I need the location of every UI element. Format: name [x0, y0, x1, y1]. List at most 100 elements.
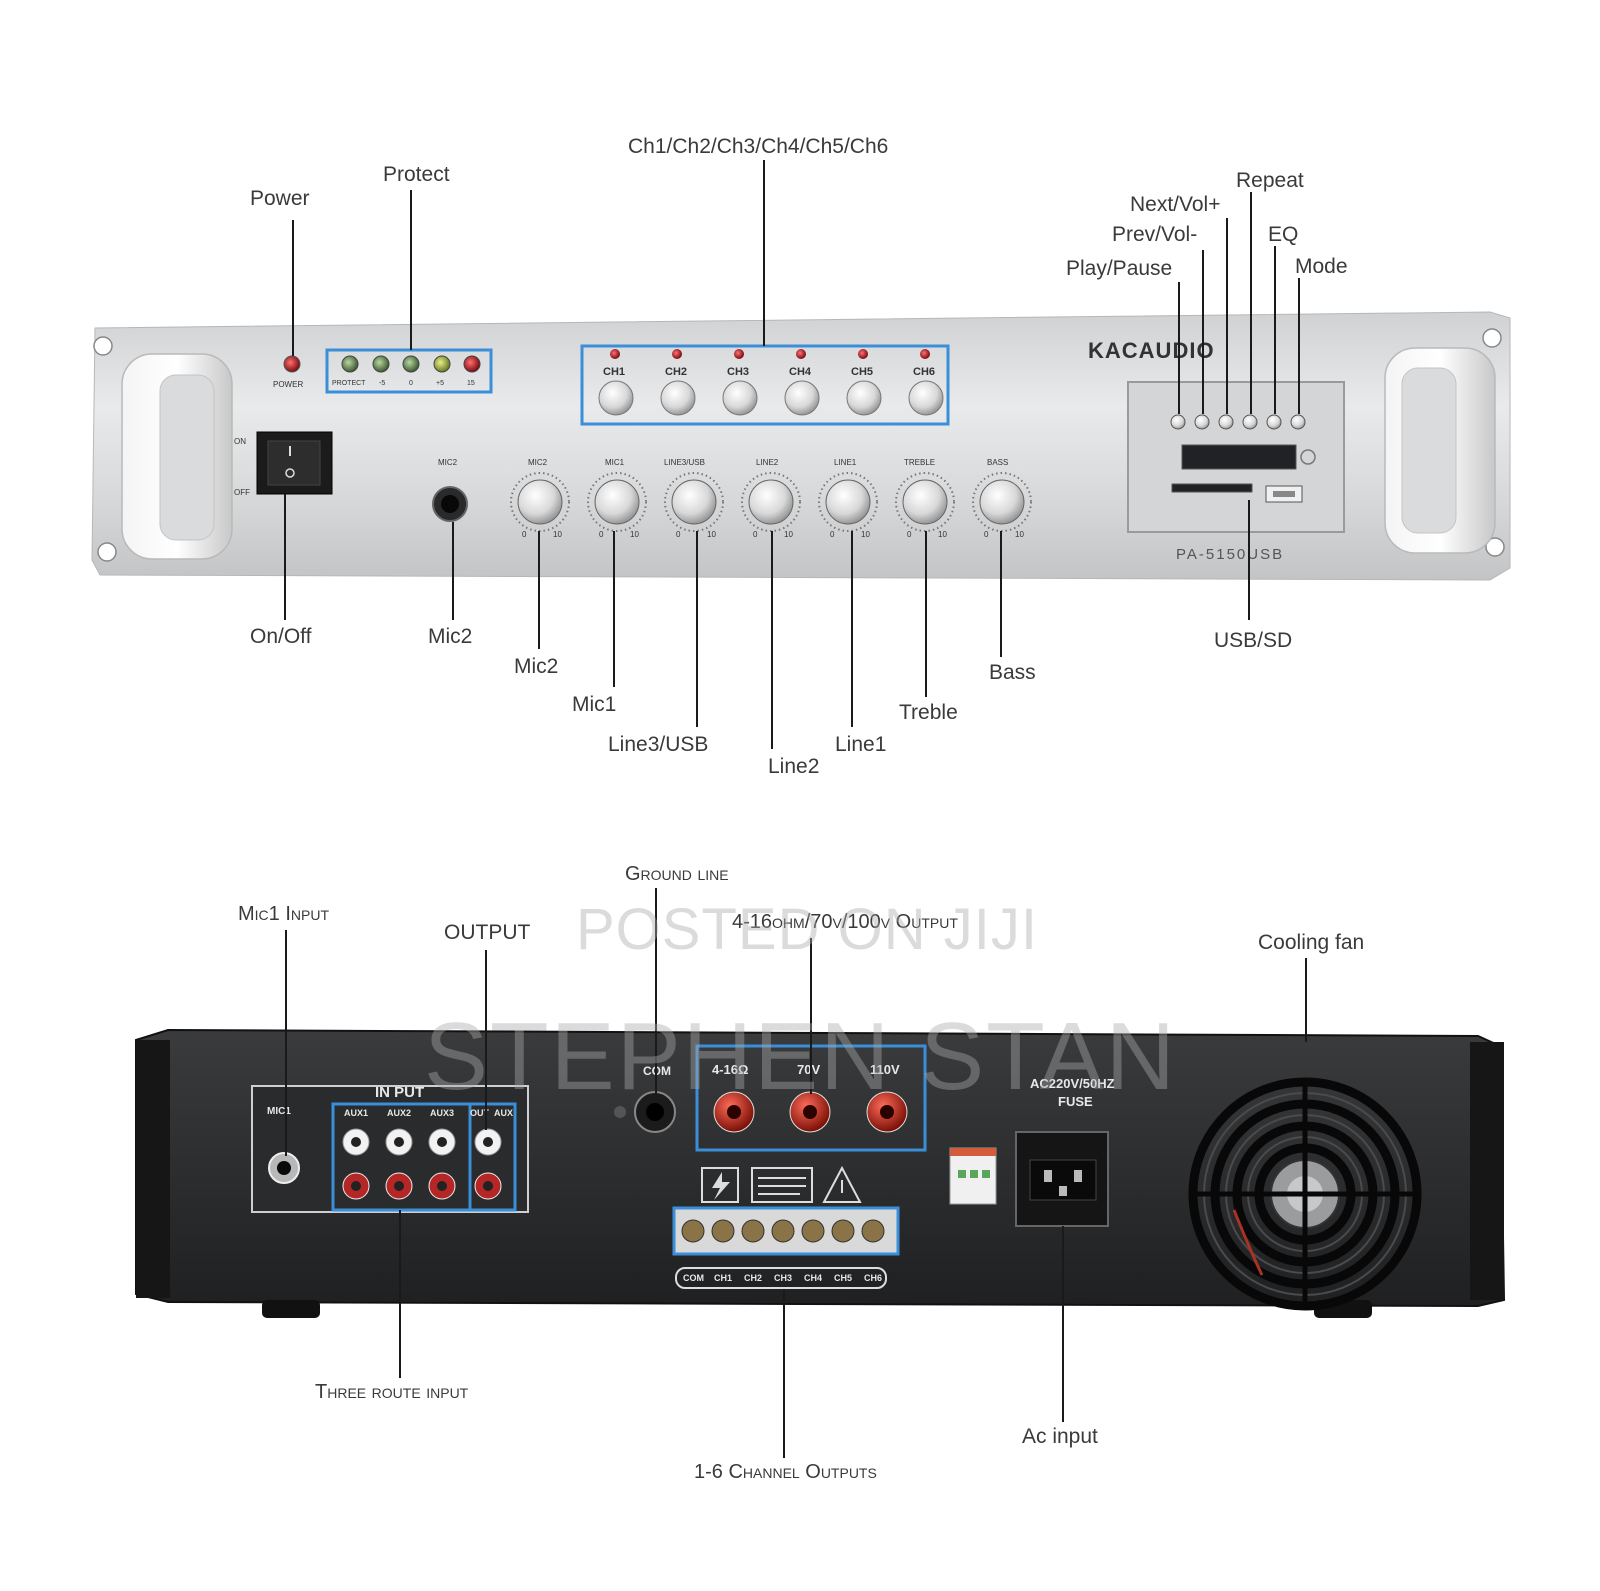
leader-speaker-output	[810, 938, 812, 1094]
channel-label-4: CH4	[789, 366, 812, 378]
leader-line3	[696, 531, 698, 727]
knob-label-mic1: MIC1	[605, 458, 625, 467]
callout-next-vol: Next/Vol+	[1130, 193, 1221, 216]
scale-max-mic1: 10	[630, 530, 639, 539]
knob-label-line2: LINE2	[756, 458, 779, 467]
callout-speaker-output: 4-16ohm/70v/100v Output	[732, 911, 958, 933]
scale-max-treble: 10	[938, 530, 947, 539]
leader-three-route	[399, 1210, 401, 1378]
leader-line1	[851, 531, 853, 727]
callout-mic1-knob: Mic1	[572, 693, 617, 716]
channel-label-6: CH6	[913, 366, 936, 378]
aux1-label: AUX1	[344, 1108, 369, 1118]
knob-label-bass: BASS	[987, 458, 1009, 467]
scale-max-line1: 10	[861, 530, 870, 539]
callout-channels: Ch1/Ch2/Ch3/Ch4/Ch5/Ch6	[628, 135, 889, 158]
callout-on-off: On/Off	[250, 625, 312, 648]
terminal-label-ch5: CH5	[834, 1273, 853, 1283]
power-led-label: POWER	[273, 380, 304, 389]
channel-label-1: CH1	[603, 366, 626, 378]
aux3-label: AUX3	[430, 1108, 455, 1118]
switch-off-label: OFF	[234, 488, 250, 497]
scale-max-mic2: 10	[553, 530, 562, 539]
knob-label-mic2: MIC2	[528, 458, 548, 467]
leader-play-pause	[1178, 282, 1180, 414]
callout-bass: Bass	[989, 661, 1036, 684]
callout-play-pause: Play/Pause	[1066, 257, 1173, 280]
callout-eq: EQ	[1268, 223, 1299, 246]
protect-label-0: PROTECT	[332, 380, 366, 387]
mic2-jack-label: MIC2	[438, 458, 458, 467]
mic1-label: MIC1	[267, 1106, 291, 1117]
scale-max-bass: 10	[1015, 530, 1024, 539]
scale-min-mic2: 0	[522, 530, 527, 539]
channel-label-5: CH5	[851, 366, 874, 378]
input-header: IN PUT	[375, 1084, 425, 1101]
scale-min-mic1: 0	[599, 530, 604, 539]
leader-output	[485, 950, 487, 1130]
leader-ground-line	[655, 888, 657, 1094]
terminal-label-com: COM	[683, 1273, 704, 1283]
out-label: OUT	[470, 1108, 489, 1118]
aux2-label: AUX2	[387, 1108, 412, 1118]
callout-usb-sd: USB/SD	[1214, 629, 1293, 652]
leader-mic2-knob	[538, 531, 540, 649]
terminal-label-ch6: CH6	[864, 1273, 883, 1283]
out-aux-label: AUX	[494, 1108, 514, 1118]
callout-power: Power	[250, 187, 310, 210]
callout-mic1-input: Mic1 Input	[238, 903, 330, 925]
protect-label-1: -5	[379, 380, 386, 387]
leader-ac-input	[1062, 1226, 1064, 1422]
scale-min-bass: 0	[984, 530, 989, 539]
knob-label-treble: TREBLE	[904, 458, 936, 467]
callout-repeat: Repeat	[1236, 169, 1304, 192]
fuse-label: FUSE	[1058, 1094, 1093, 1109]
leader-repeat	[1250, 192, 1252, 414]
leader-power	[292, 220, 294, 356]
ac-voltage-label: AC220V/50HZ	[1030, 1076, 1115, 1091]
speaker-label-4-16: 4-16Ω	[712, 1062, 749, 1077]
scale-min-line3: 0	[676, 530, 681, 539]
callout-mode: Mode	[1295, 255, 1348, 278]
terminal-label-ch4: CH4	[804, 1273, 823, 1283]
scale-min-line2: 0	[753, 530, 758, 539]
callout-output: OUTPUT	[444, 921, 531, 944]
brand-logo-text: KACAUDIO	[1088, 338, 1215, 363]
leader-treble	[925, 531, 927, 697]
leader-usb-sd	[1248, 500, 1250, 620]
knob-label-line1: LINE1	[834, 458, 857, 467]
callout-mic2-jack: Mic2	[428, 625, 473, 648]
com-label: COM	[643, 1064, 671, 1078]
speaker-label-110v: 110V	[870, 1062, 900, 1077]
callout-ground-line: Ground line	[625, 863, 729, 885]
terminal-label-ch3: CH3	[774, 1273, 793, 1283]
scale-max-line2: 10	[784, 530, 793, 539]
terminal-label-ch1: CH1	[714, 1273, 733, 1283]
callout-protect: Protect	[383, 163, 450, 186]
leader-prev-vol	[1202, 250, 1204, 414]
callout-line1: Line1	[835, 733, 887, 756]
leader-eq	[1274, 246, 1276, 414]
leader-next-vol	[1226, 218, 1228, 414]
scale-min-treble: 0	[907, 530, 912, 539]
leader-mic1-input	[285, 930, 287, 1156]
protect-label-4: 15	[467, 380, 475, 387]
channel-label-3: CH3	[727, 366, 750, 378]
leader-cooling-fan	[1305, 958, 1307, 1042]
callout-line3-usb: Line3/USB	[608, 733, 709, 756]
leader-mic1-knob	[613, 531, 615, 687]
leader-channel-outputs	[783, 1290, 785, 1458]
callout-treble: Treble	[899, 701, 958, 724]
callout-three-route-input: Three route input	[315, 1381, 469, 1403]
scale-max-line3: 10	[707, 530, 716, 539]
channel-label-2: CH2	[665, 366, 688, 378]
callout-line2: Line2	[768, 755, 820, 778]
leader-on-off	[284, 494, 286, 620]
knob-label-line3: LINE3/USB	[664, 458, 705, 467]
terminal-label-ch2: CH2	[744, 1273, 763, 1283]
speaker-label-70v: 70V	[797, 1062, 821, 1077]
leader-channels	[763, 160, 765, 346]
scale-min-line1: 0	[830, 530, 835, 539]
callout-mic2-knob: Mic2	[514, 655, 559, 678]
model-number: PA-5150USB	[1176, 546, 1285, 563]
